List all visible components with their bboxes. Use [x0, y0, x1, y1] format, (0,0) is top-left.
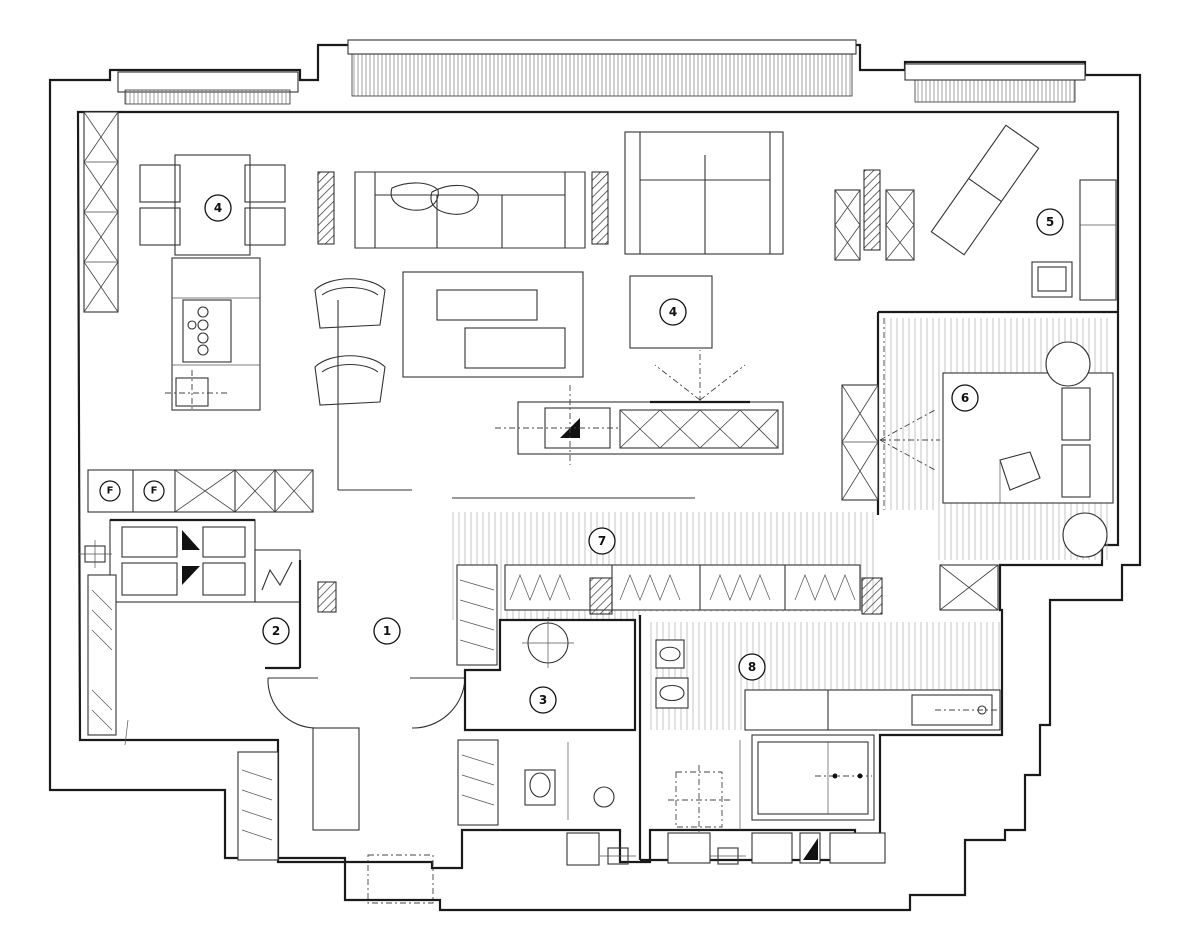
- shower-tray: [668, 765, 730, 835]
- svg-text:2: 2: [272, 624, 280, 638]
- vanity-counter: [744, 689, 1001, 731]
- ventilation-symbol: [78, 540, 746, 865]
- kitchen-island: [165, 257, 261, 412]
- toilet: [655, 677, 689, 709]
- fridge-icon: F: [99, 480, 121, 502]
- fridge-label: F: [107, 486, 114, 497]
- armchair: [1031, 261, 1073, 298]
- structural-column: [589, 577, 613, 615]
- entry-bench: [312, 727, 360, 831]
- lounge-chair: [314, 278, 386, 329]
- room-label-master-bath: 8: [738, 653, 766, 681]
- corridor-wardrobe: [504, 564, 861, 611]
- svg-text:6: 6: [961, 391, 969, 405]
- floor-drain: [593, 786, 615, 808]
- entrance-door: [410, 677, 466, 729]
- exterior-unit: [566, 832, 600, 866]
- entrance-door: [267, 677, 318, 729]
- guest-bath-cabinet: [457, 739, 499, 826]
- chaise-lounge: [930, 124, 1040, 256]
- storage-niche: [254, 549, 301, 603]
- interior-wall-outline: [76, 110, 1120, 870]
- room-label-entrance: 1: [373, 617, 401, 645]
- wardrobe-bedroom: [841, 384, 879, 501]
- svg-text:5: 5: [1046, 215, 1054, 229]
- structural-column: [861, 577, 883, 615]
- room-label-corridor: 7: [588, 527, 616, 555]
- sofa-three-seat: [354, 171, 586, 249]
- shoe-cabinet: [237, 751, 279, 861]
- guest-bath-walls: [463, 618, 637, 732]
- nightstand: [1062, 512, 1108, 558]
- room-label-utility: 2: [262, 617, 290, 645]
- freezer-icon: F: [143, 480, 165, 502]
- room-label-guest-bath: 3: [529, 686, 557, 714]
- structural-column: [863, 169, 881, 251]
- lounge-chair: [314, 355, 386, 406]
- shelving-unit: [834, 189, 915, 261]
- exterior-unit: [829, 832, 886, 864]
- master-bath-floor: [650, 622, 1000, 730]
- nightstand: [1045, 341, 1091, 387]
- freezer-label: F: [151, 486, 158, 497]
- exterior-unit: [667, 832, 711, 864]
- wall-cabinet-right: [1079, 179, 1117, 301]
- kitchen-wardrobe: [87, 574, 117, 736]
- linen-cabinet: [456, 564, 498, 666]
- front-door-threshold: [367, 854, 434, 904]
- room-label-dining: 4: [204, 194, 232, 222]
- bathtub: [751, 734, 875, 821]
- svg-text:7: 7: [598, 534, 606, 548]
- washbasin-round: [522, 617, 574, 668]
- coffee-table: [436, 289, 538, 321]
- structural-column: [591, 171, 609, 245]
- wall-cabinet-left: [83, 111, 119, 313]
- room-label-bedroom: 6: [951, 384, 979, 412]
- exterior-unit: [751, 832, 793, 864]
- coffee-table: [464, 327, 566, 369]
- window-left: [117, 71, 299, 105]
- svg-text:1: 1: [383, 624, 391, 638]
- window-center: [347, 39, 857, 97]
- structural-column: [317, 171, 335, 245]
- svg-text:8: 8: [748, 660, 756, 674]
- svg-text:3: 3: [539, 693, 547, 707]
- sofa-two-seat: [624, 131, 784, 255]
- exterior-wall-outline: [48, 43, 1142, 912]
- double-bed: [942, 372, 1114, 504]
- bedroom-closet: [939, 564, 999, 611]
- window-right: [904, 63, 1086, 103]
- svg-text:4: 4: [669, 305, 677, 319]
- wc: [524, 769, 556, 806]
- rug: [402, 271, 584, 378]
- utility-closet: [109, 518, 256, 603]
- room-label-study: 5: [1036, 208, 1064, 236]
- svg-text:4: 4: [214, 201, 222, 215]
- bidet: [655, 639, 685, 669]
- media-console: [495, 350, 784, 465]
- kitchen-cabinet-row: [87, 469, 314, 513]
- structural-column: [317, 581, 337, 613]
- room-label-living: 4: [659, 298, 687, 326]
